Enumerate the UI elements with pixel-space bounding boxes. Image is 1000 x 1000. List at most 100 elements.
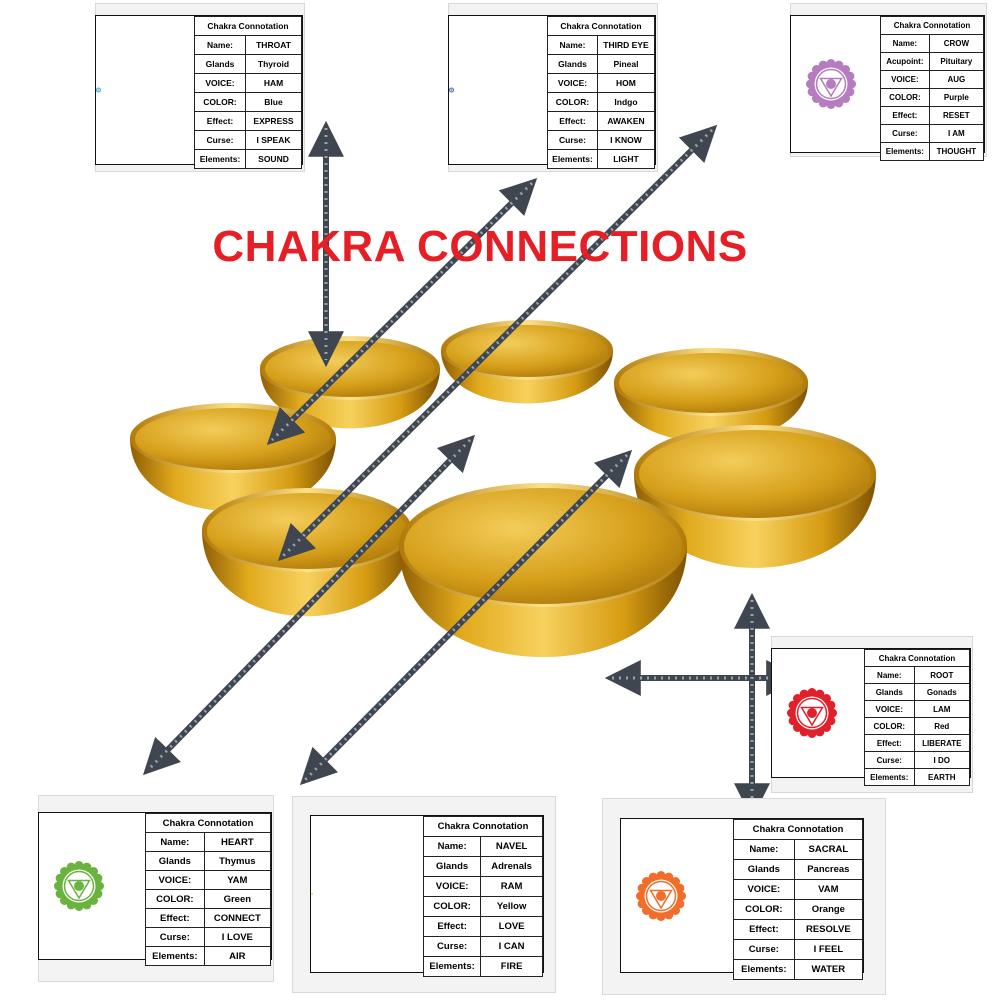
connotation-row: Elements:EARTH — [864, 768, 971, 786]
row-value: Pineal — [596, 54, 656, 74]
connotation-row: Elements:SOUND — [193, 149, 302, 169]
row-value: THIRD EYE — [596, 35, 656, 55]
row-label: Name: — [880, 34, 930, 53]
row-label: COLOR: — [547, 92, 598, 112]
row-value: HEART — [203, 832, 272, 852]
connotation-row: Name:NAVEL — [422, 836, 543, 857]
row-label: Name: — [547, 35, 598, 55]
connotation-row: COLOR:Yellow — [422, 896, 543, 917]
connotation-row: Curse:I SPEAK — [193, 130, 302, 150]
arrow-navel-connection — [299, 449, 633, 786]
bowl-front-left — [202, 488, 412, 617]
row-label: VOICE: — [880, 70, 930, 89]
row-label: Name: — [864, 666, 915, 684]
row-value: CONNECT — [203, 908, 272, 928]
row-label: Curse: — [193, 130, 247, 150]
connotation-row: Curse:I LOVE — [145, 927, 272, 947]
row-value: Indgo — [596, 92, 656, 112]
connotation-row: Name:CROW — [880, 34, 985, 53]
row-value: WATER — [793, 959, 864, 980]
connotation-row: COLOR:Indgo — [547, 92, 656, 112]
connotation-row: COLOR:Purple — [880, 88, 985, 107]
connotation-header: Chakra Connotation — [423, 816, 543, 837]
row-label: COLOR: — [193, 92, 247, 112]
row-label: Elements: — [422, 956, 482, 977]
connotation-row: VOICE:VAM — [733, 879, 864, 900]
row-label: COLOR: — [880, 88, 930, 107]
connotation-row: Effect:RESET — [880, 106, 985, 125]
row-value: Thyroid — [245, 54, 302, 74]
row-label: Glands — [193, 54, 247, 74]
row-value: Red — [913, 717, 971, 735]
row-value: Blue — [245, 92, 302, 112]
connotation-header: Chakra Connotation — [194, 16, 302, 36]
row-label: COLOR: — [864, 717, 915, 735]
connotation-row: Elements:WATER — [733, 959, 864, 980]
row-label: Name: — [733, 839, 795, 860]
row-label: Name: — [145, 832, 205, 852]
root-chakra-icon — [772, 649, 852, 777]
row-label: Elements: — [864, 768, 915, 786]
row-value: Yellow — [480, 896, 543, 917]
row-label: Glands — [422, 856, 482, 877]
row-value: I DO — [913, 751, 971, 769]
row-value: I CAN — [480, 936, 543, 957]
row-label: Acupoint: — [880, 52, 930, 71]
row-label: VOICE: — [193, 73, 247, 93]
connotation-header: Chakra Connotation — [547, 16, 655, 36]
row-value: SACRAL — [793, 839, 864, 860]
connotation-row: COLOR:Green — [145, 889, 272, 909]
connotation-row: Elements:FIRE — [422, 956, 543, 977]
connotation-row: Name:ROOT — [864, 666, 971, 684]
connotation-row: Curse:I FEEL — [733, 939, 864, 960]
row-label: Elements: — [547, 149, 598, 169]
connotation-row: Elements:THOUGHT — [880, 142, 985, 161]
connotation-row: Effect:AWAKEN — [547, 111, 656, 131]
row-label: Effect: — [193, 111, 247, 131]
connotation-header: Chakra Connotation — [733, 819, 863, 840]
connotation-row: Effect:LIBERATE — [864, 734, 971, 752]
row-value: Pituitary — [928, 52, 985, 71]
crown-chakra-icon — [791, 16, 871, 152]
connotation-row: VOICE:HOM — [547, 73, 656, 93]
row-label: Effect: — [422, 916, 482, 937]
row-value: EARTH — [913, 768, 971, 786]
row-label: Glands — [145, 851, 205, 871]
row-value: THROAT — [245, 35, 302, 55]
row-value: Gonads — [913, 683, 971, 701]
navel-chakra-icon — [311, 816, 313, 972]
row-value: I FEEL — [793, 939, 864, 960]
connotation-row: Effect:RESOLVE — [733, 919, 864, 940]
row-label: VOICE: — [864, 700, 915, 718]
row-value: FIRE — [480, 956, 543, 977]
row-value: CROW — [928, 34, 985, 53]
sacral-chakra-icon — [621, 819, 701, 972]
row-value: RESOLVE — [793, 919, 864, 940]
row-label: VOICE: — [145, 870, 205, 890]
connotation-row: VOICE:LAM — [864, 700, 971, 718]
connotation-row: COLOR:Orange — [733, 899, 864, 920]
row-label: Elements: — [193, 149, 247, 169]
row-label: Curse: — [145, 927, 205, 947]
connotation-row: Name:SACRAL — [733, 839, 864, 860]
connotation-row: Curse:I AM — [880, 124, 985, 143]
row-label: Glands — [733, 859, 795, 880]
